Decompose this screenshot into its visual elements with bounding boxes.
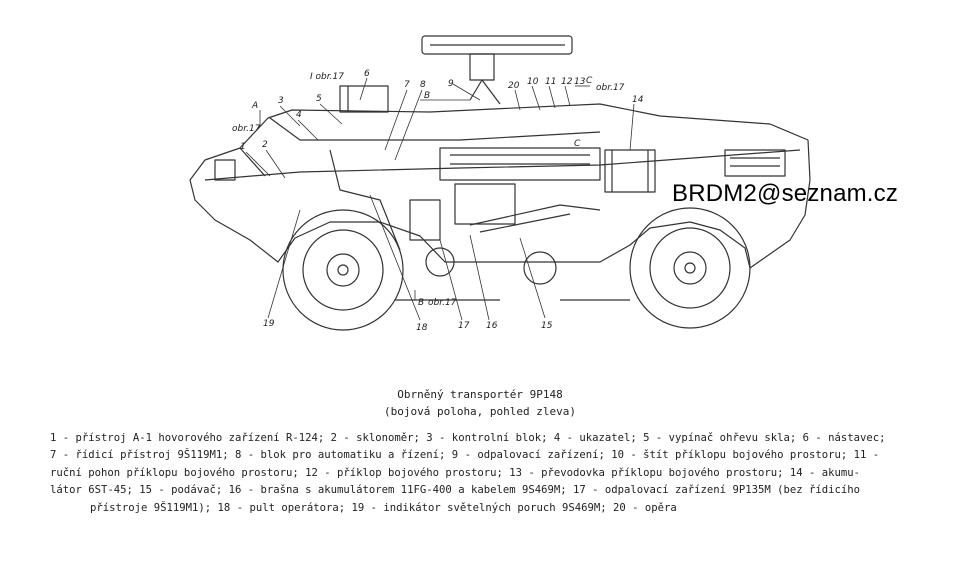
- callout-1: 1: [240, 142, 246, 152]
- callout-10: 10: [527, 77, 539, 87]
- section-ref-b: obr.17: [428, 298, 457, 308]
- rear-wheel: [629, 207, 751, 329]
- section-label-a: A: [251, 101, 258, 111]
- callout-16: 16: [486, 321, 498, 331]
- callout-7: 7: [404, 80, 410, 90]
- diagram-title: Obrněný transportér 9P148: [397, 388, 563, 401]
- callout-5: 5: [316, 94, 322, 104]
- section-label-c2: C: [574, 139, 581, 149]
- section-label-b2: B: [418, 298, 424, 308]
- callout-13: 13: [574, 77, 586, 87]
- vehicle-drawing: 1 2 3 4 5 6 7 8 9 20 10 11 12 13 14 15 1…: [189, 35, 811, 333]
- callout-18: 18: [416, 323, 428, 333]
- crew-hatch: [339, 85, 389, 113]
- section-ref-i: I obr.17: [310, 72, 344, 82]
- legend-line: 7 - řídicí přístroj 9Š119M1; 8 - blok pr…: [50, 449, 880, 462]
- callout-11: 11: [545, 77, 556, 87]
- callout-8: 8: [420, 80, 426, 90]
- front-wheel: [282, 209, 404, 331]
- watermark: BRDM2@seznam.cz: [672, 180, 899, 207]
- section-label-c: C: [586, 76, 593, 86]
- callout-9: 9: [448, 79, 454, 89]
- callout-4: 4: [296, 110, 302, 120]
- interior-equipment: [329, 147, 786, 251]
- legend-line: ruční pohon příklopu bojového prostoru; …: [50, 466, 861, 479]
- callout-17: 17: [458, 321, 470, 331]
- section-ref-c: obr.17: [596, 83, 625, 93]
- legend: 1 - přístroj A-1 hovorového zařízení R-1…: [50, 430, 955, 517]
- callout-2: 2: [262, 140, 268, 150]
- callout-6: 6: [364, 69, 370, 79]
- legend-line: 1 - přístroj A-1 hovorového zařízení R-1…: [50, 432, 886, 444]
- callout-20: 20: [508, 81, 520, 91]
- belly-wheels: [395, 247, 630, 301]
- diagram-subtitle: (bojová poloha, pohled zleva): [383, 405, 577, 418]
- callout-3: 3: [278, 96, 284, 106]
- launcher-rail: [421, 35, 573, 105]
- leader-lines: [245, 77, 635, 321]
- callout-19: 19: [263, 319, 275, 329]
- legend-line: přístroje 9Š119M1); 18 - pult operátora;…: [90, 501, 677, 514]
- section-ref-a: obr.17: [232, 124, 261, 134]
- callout-15: 15: [541, 321, 553, 331]
- callout-14: 14: [632, 95, 644, 105]
- legend-line: látor 6ST-45; 15 - podávač; 16 - brašna …: [50, 484, 861, 497]
- callout-12: 12: [561, 77, 573, 87]
- section-label-b: B: [424, 91, 430, 101]
